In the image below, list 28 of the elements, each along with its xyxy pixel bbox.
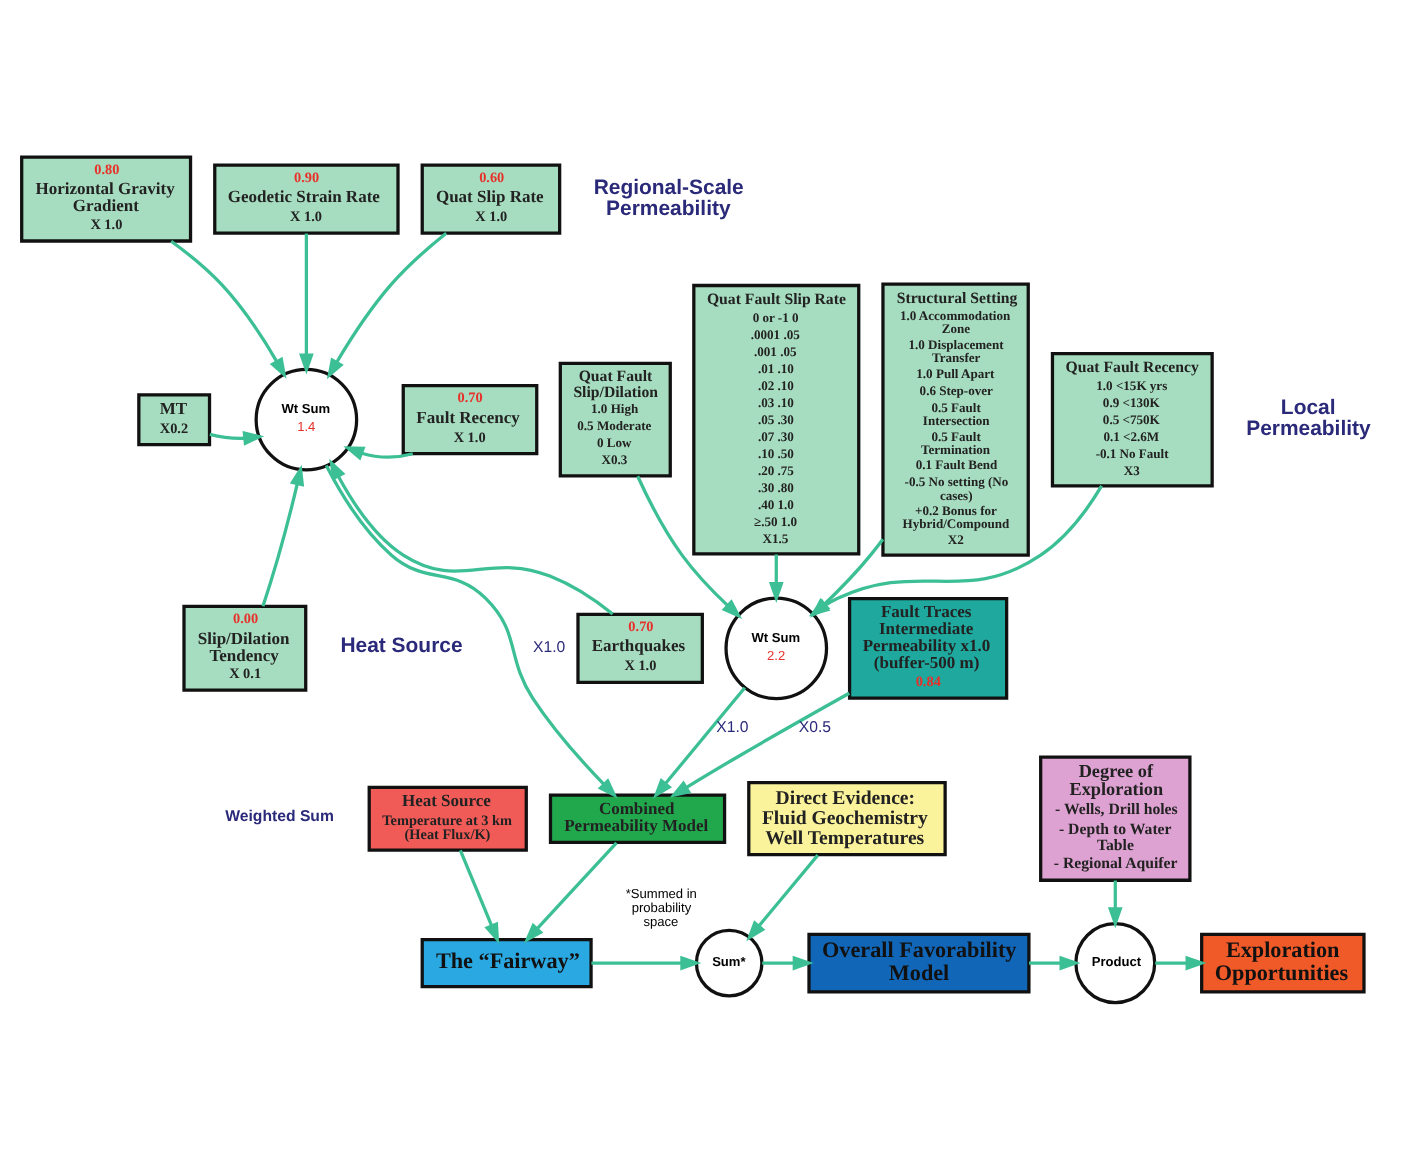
arrow <box>523 840 618 943</box>
arrow <box>669 690 851 797</box>
arrow <box>326 230 448 379</box>
arrow <box>746 853 820 941</box>
arrow <box>458 848 500 943</box>
arrow <box>1107 879 1123 928</box>
arrow <box>329 457 614 615</box>
node-box: Exploration Opportunities <box>1200 931 1366 993</box>
arrow <box>591 954 702 970</box>
arrow <box>299 232 314 374</box>
node-box: Overall Favorability Model <box>807 931 1031 993</box>
arrow <box>1155 954 1207 970</box>
arrow <box>1029 954 1081 970</box>
arrow <box>209 430 265 445</box>
arrow <box>768 553 784 603</box>
label: Heat Source <box>340 634 463 657</box>
label: Regional-Scale Permeability <box>593 176 744 220</box>
arrow <box>343 445 414 460</box>
arrow <box>652 685 747 798</box>
arrow <box>170 238 287 378</box>
node-box: The “Fairway” <box>420 936 593 988</box>
arrow <box>636 474 743 618</box>
label: Local Permeability <box>1246 397 1371 441</box>
arrow <box>762 954 814 970</box>
arrow <box>261 463 305 606</box>
node-box: Direct Evidence: Fluid Geochemistry Well Temperatures <box>747 780 947 856</box>
arrow <box>324 463 618 798</box>
node-box: Combined Permeability Model <box>548 792 727 843</box>
